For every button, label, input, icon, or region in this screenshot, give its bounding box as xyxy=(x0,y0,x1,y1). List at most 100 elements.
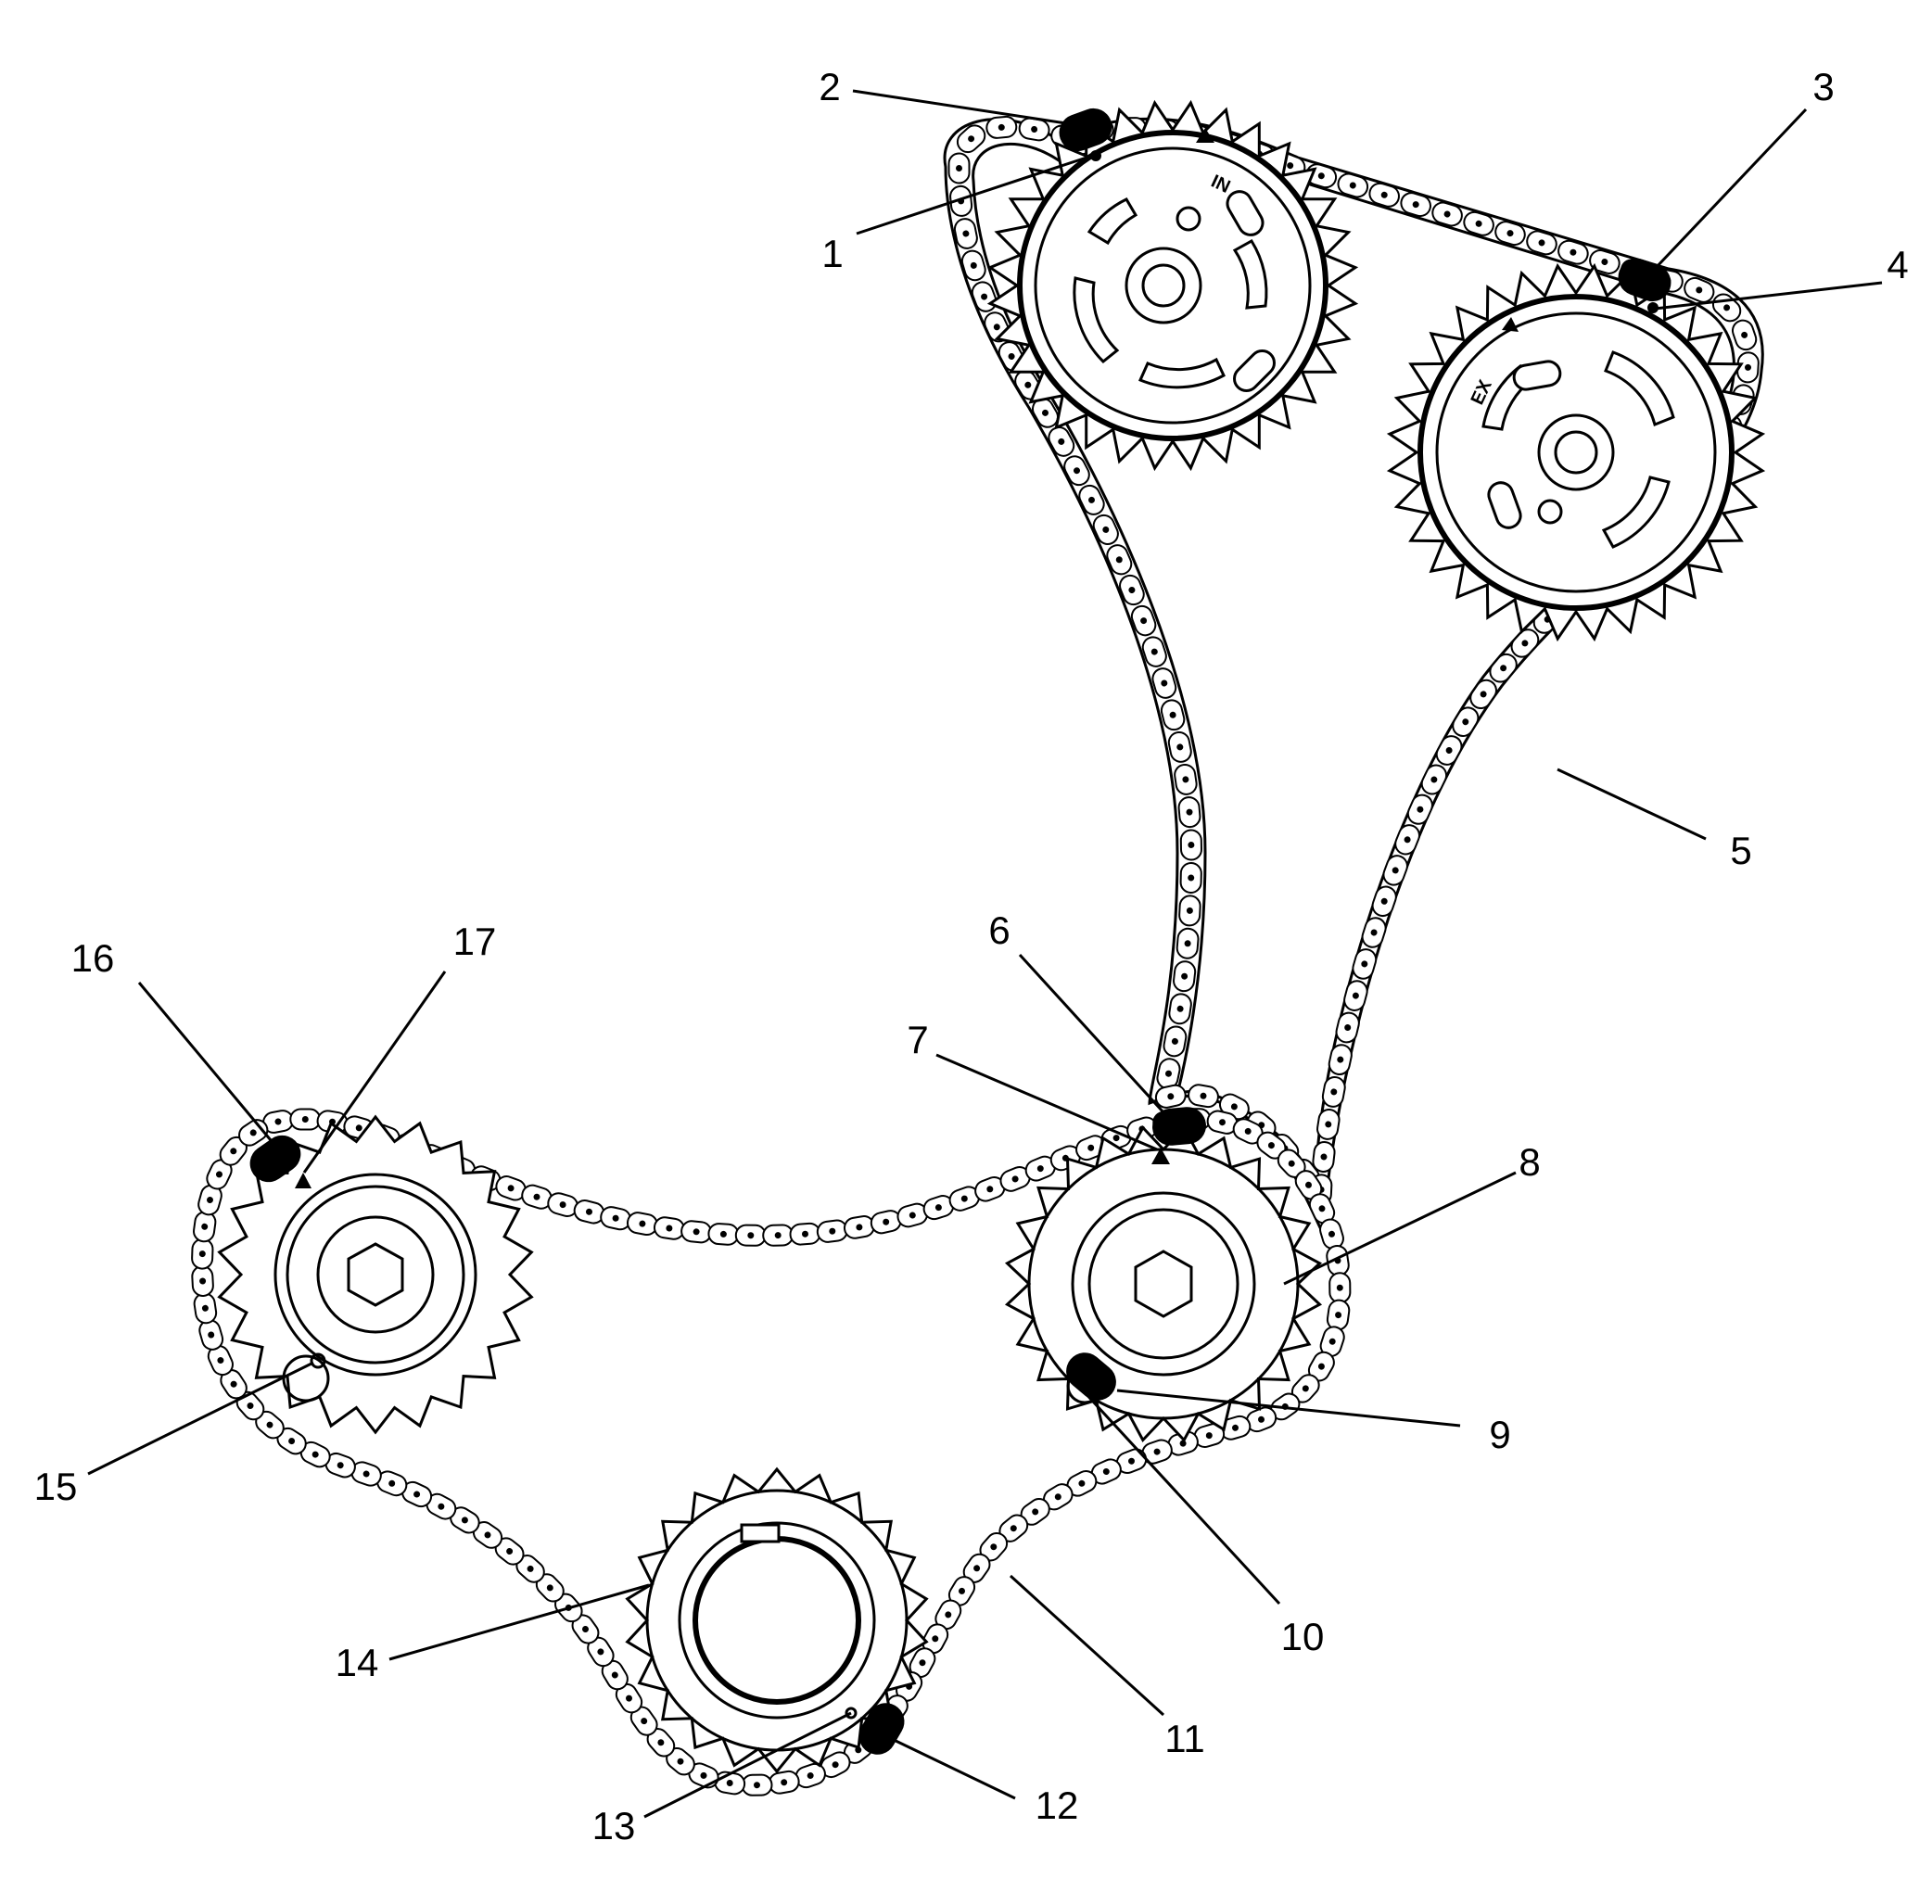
chain-link xyxy=(626,1212,658,1237)
crank-bore-outer xyxy=(678,1521,876,1720)
left-idler-sprocket xyxy=(217,1114,534,1435)
chain-link xyxy=(615,1682,643,1714)
chain-link xyxy=(191,1265,214,1297)
chain-link xyxy=(1711,293,1742,323)
callout-15: 15 xyxy=(34,1465,78,1508)
chain-link xyxy=(1382,855,1408,886)
chain-link xyxy=(600,1206,631,1231)
exhaust-phaser-slot xyxy=(1601,476,1671,549)
chain-link xyxy=(1352,948,1378,980)
chain-link xyxy=(909,1647,936,1679)
leader-13 xyxy=(643,1711,852,1819)
chain-link xyxy=(324,1452,356,1479)
callout-13: 13 xyxy=(592,1804,636,1847)
colored-link-left-idler xyxy=(249,1135,301,1183)
chain-link xyxy=(707,1223,740,1246)
leader-7 xyxy=(935,1053,1158,1151)
chain-link xyxy=(1063,455,1090,487)
exhaust-phaser-hole xyxy=(1512,360,1562,391)
chain-link xyxy=(601,1659,629,1691)
right-idler-reference-circle xyxy=(1066,1367,1103,1404)
chain-link xyxy=(1193,1423,1226,1449)
intake-phaser-hole xyxy=(1226,190,1265,236)
callout-9: 9 xyxy=(1489,1413,1510,1456)
chain-link xyxy=(1307,1351,1335,1382)
exhaust-sprocket-inner-ring xyxy=(1435,311,1717,593)
leader-16 xyxy=(137,982,273,1141)
callout-6: 6 xyxy=(988,908,1010,952)
leader-11 xyxy=(1009,1574,1165,1717)
leader-15 xyxy=(87,1361,314,1476)
intake-camshaft-sprocket: IN xyxy=(986,99,1359,472)
exhaust-phaser-slot xyxy=(1604,350,1675,427)
chain-link xyxy=(262,1110,294,1134)
chain-link xyxy=(535,1573,565,1603)
colored-links xyxy=(249,108,1671,1755)
exhaust-phaser-pin-hole xyxy=(1537,499,1563,525)
exhaust-phaser-hole xyxy=(1487,481,1522,529)
chain-link xyxy=(768,1770,800,1795)
exhaust-camshaft-sprocket: EX xyxy=(1386,262,1766,642)
chain-link xyxy=(843,1215,875,1239)
chain-link xyxy=(255,1410,285,1440)
chain-link xyxy=(1078,484,1105,515)
chain-link xyxy=(1394,824,1420,856)
callout-16: 16 xyxy=(71,936,115,980)
colored-link-intake xyxy=(1059,108,1112,152)
chain-link xyxy=(999,1166,1031,1192)
leader-17 xyxy=(302,971,447,1174)
chain-link xyxy=(1463,210,1494,236)
crankshaft-sprocket xyxy=(625,1466,929,1774)
intake-phaser-hole xyxy=(1233,349,1276,392)
leader-4 xyxy=(1654,281,1883,311)
chain-link xyxy=(1469,679,1497,710)
intake-sprocket-inner-ring xyxy=(1034,146,1312,425)
leader-6 xyxy=(1018,953,1165,1114)
chain-link xyxy=(1326,1299,1351,1331)
exhaust-triangle-mark xyxy=(1502,317,1519,332)
chain-link xyxy=(653,1216,685,1240)
chain-link xyxy=(1160,699,1186,731)
chain-link xyxy=(1368,182,1400,208)
leader-8 xyxy=(1283,1171,1517,1286)
chain-link xyxy=(953,218,978,249)
chain-link xyxy=(985,115,1018,139)
chain-link xyxy=(1316,1108,1341,1140)
chain-link xyxy=(1168,993,1192,1025)
colored-link-right-idler-lower xyxy=(1066,1352,1116,1401)
chain-link xyxy=(947,152,971,184)
chain-link xyxy=(1179,829,1202,861)
left-idler-ring xyxy=(273,1173,477,1377)
right-idler-ring xyxy=(1027,1148,1300,1420)
chain-link xyxy=(1343,980,1368,1011)
chain-link xyxy=(1420,764,1448,795)
chain-link xyxy=(1452,706,1480,737)
intake-phaser-slot xyxy=(1138,357,1226,389)
callout-3: 3 xyxy=(1812,65,1834,108)
callout-14: 14 xyxy=(336,1641,379,1684)
callout-8: 8 xyxy=(1519,1140,1540,1184)
colored-link-right-idler-top xyxy=(1152,1107,1206,1146)
chain-link xyxy=(979,1531,1009,1562)
chain-link xyxy=(948,1186,981,1212)
chain-link xyxy=(1494,221,1526,247)
left-idler-hub xyxy=(316,1215,435,1334)
chain-link xyxy=(1489,653,1518,683)
intake-phaser-slot xyxy=(1232,238,1268,310)
callout-4: 4 xyxy=(1887,243,1908,286)
chain-link xyxy=(193,1211,217,1243)
chain-link xyxy=(1319,1218,1344,1250)
exhaust-hub-inner xyxy=(1554,430,1598,475)
callout-10: 10 xyxy=(1281,1615,1325,1658)
chain-link xyxy=(1018,117,1050,142)
chain-link xyxy=(741,1773,773,1796)
chain-link xyxy=(1321,1075,1346,1108)
chain-link xyxy=(680,1220,713,1244)
chain-link xyxy=(762,1224,794,1247)
chain-link xyxy=(1106,544,1133,576)
callout-numbers: 1 2 3 4 5 6 7 8 9 10 11 12 13 14 15 16 1… xyxy=(34,65,1909,1847)
chain-link xyxy=(573,1200,605,1225)
intake-phaser-slot xyxy=(1073,276,1120,364)
callout-17: 17 xyxy=(453,920,497,963)
intake-sprocket-ring xyxy=(1017,130,1328,441)
